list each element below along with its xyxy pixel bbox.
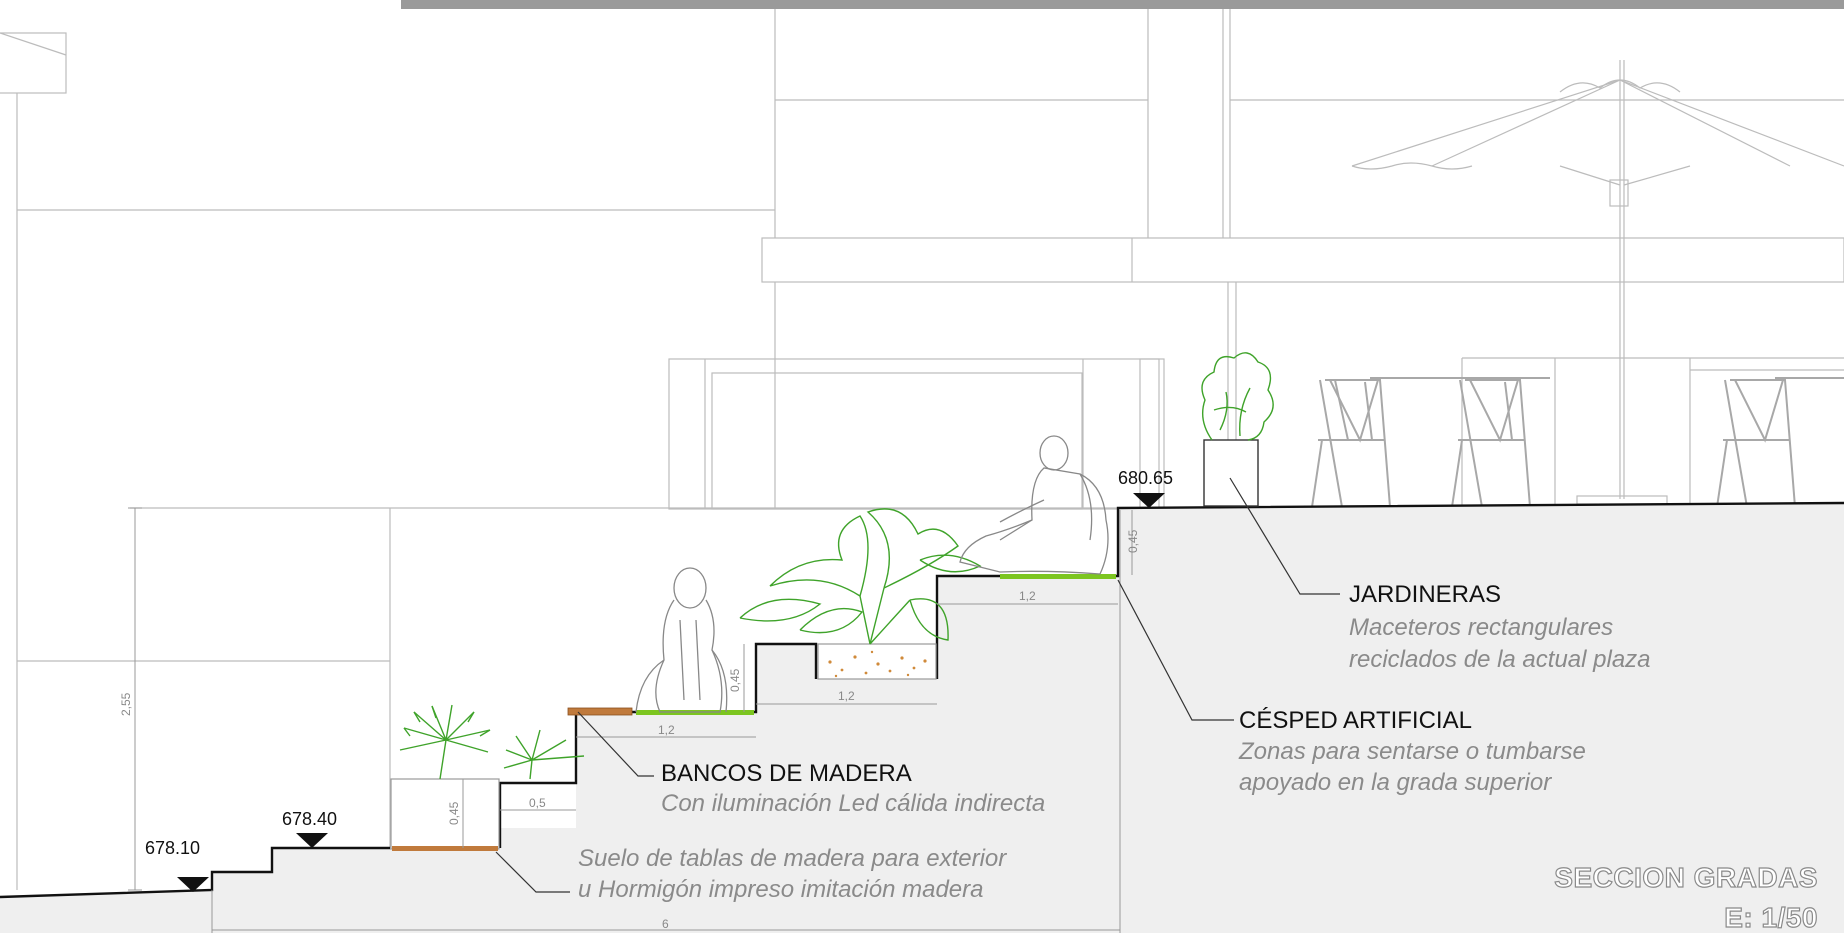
reclining-person-right (959, 435, 1109, 575)
level-678-40: 678.40 (282, 809, 337, 829)
seated-person-left (635, 567, 728, 713)
suelo-desc-1: Suelo de tablas de madera para exterior (578, 845, 1007, 872)
jardineras-desc-2: reciclados de la actual plaza (1349, 646, 1651, 673)
bancos-title: BANCOS DE MADERA (661, 760, 912, 787)
level-678-10: 678.10 (145, 838, 200, 858)
dim-tread-1: 1,2 (658, 723, 675, 737)
dim-tread-3: 1,2 (1019, 589, 1036, 603)
wooden-bench (567, 707, 633, 716)
sheet-title: SECCION GRADAS (1554, 862, 1818, 893)
dim-tread-2: 1,2 (838, 689, 855, 703)
philodendron-plant (739, 508, 982, 645)
jardineras-title: JARDINERAS (1349, 581, 1501, 608)
cesped-desc-1: Zonas para sentarse o tumbarse (1238, 738, 1586, 765)
wood-floor-strip (392, 846, 498, 851)
palm-plants (399, 704, 585, 780)
dim-step-height-c: 0,45 (1126, 529, 1140, 553)
background-buildings (0, 9, 1844, 890)
cafe-chairs (1311, 377, 1844, 508)
suelo-desc-2: u Hormigón impreso imitación madera (578, 876, 984, 903)
dim-step-height-a: 0,45 (447, 801, 461, 825)
umbrella-icon (1351, 60, 1844, 505)
top-photo-strip (401, 0, 1844, 9)
grass-strip-upper (1000, 574, 1116, 579)
sheet-scale: E: 1/50 (1724, 902, 1818, 933)
dim-planter-depth: 0,5 (529, 796, 546, 810)
cesped-title: CÉSPED ARTIFICIAL (1239, 707, 1472, 734)
planter-boxes (390, 643, 937, 850)
level-markers (177, 493, 1165, 892)
dimension-lines (128, 507, 1133, 933)
dim-step-height-b: 0,45 (728, 668, 742, 692)
level-680-65: 680.65 (1118, 468, 1173, 488)
cesped-desc-2: apoyado en la grada superior (1239, 769, 1552, 796)
dim-total-length: 6 (662, 917, 669, 931)
bancos-desc-1: Con iluminación Led cálida indirecta (661, 790, 1045, 817)
jardineras-desc-1: Maceteros rectangulares (1349, 614, 1613, 641)
ground-section (0, 503, 1844, 933)
leader-lines (495, 477, 1340, 893)
jardinera-planter (1201, 352, 1274, 507)
dim-total-height: 2,55 (119, 692, 133, 716)
